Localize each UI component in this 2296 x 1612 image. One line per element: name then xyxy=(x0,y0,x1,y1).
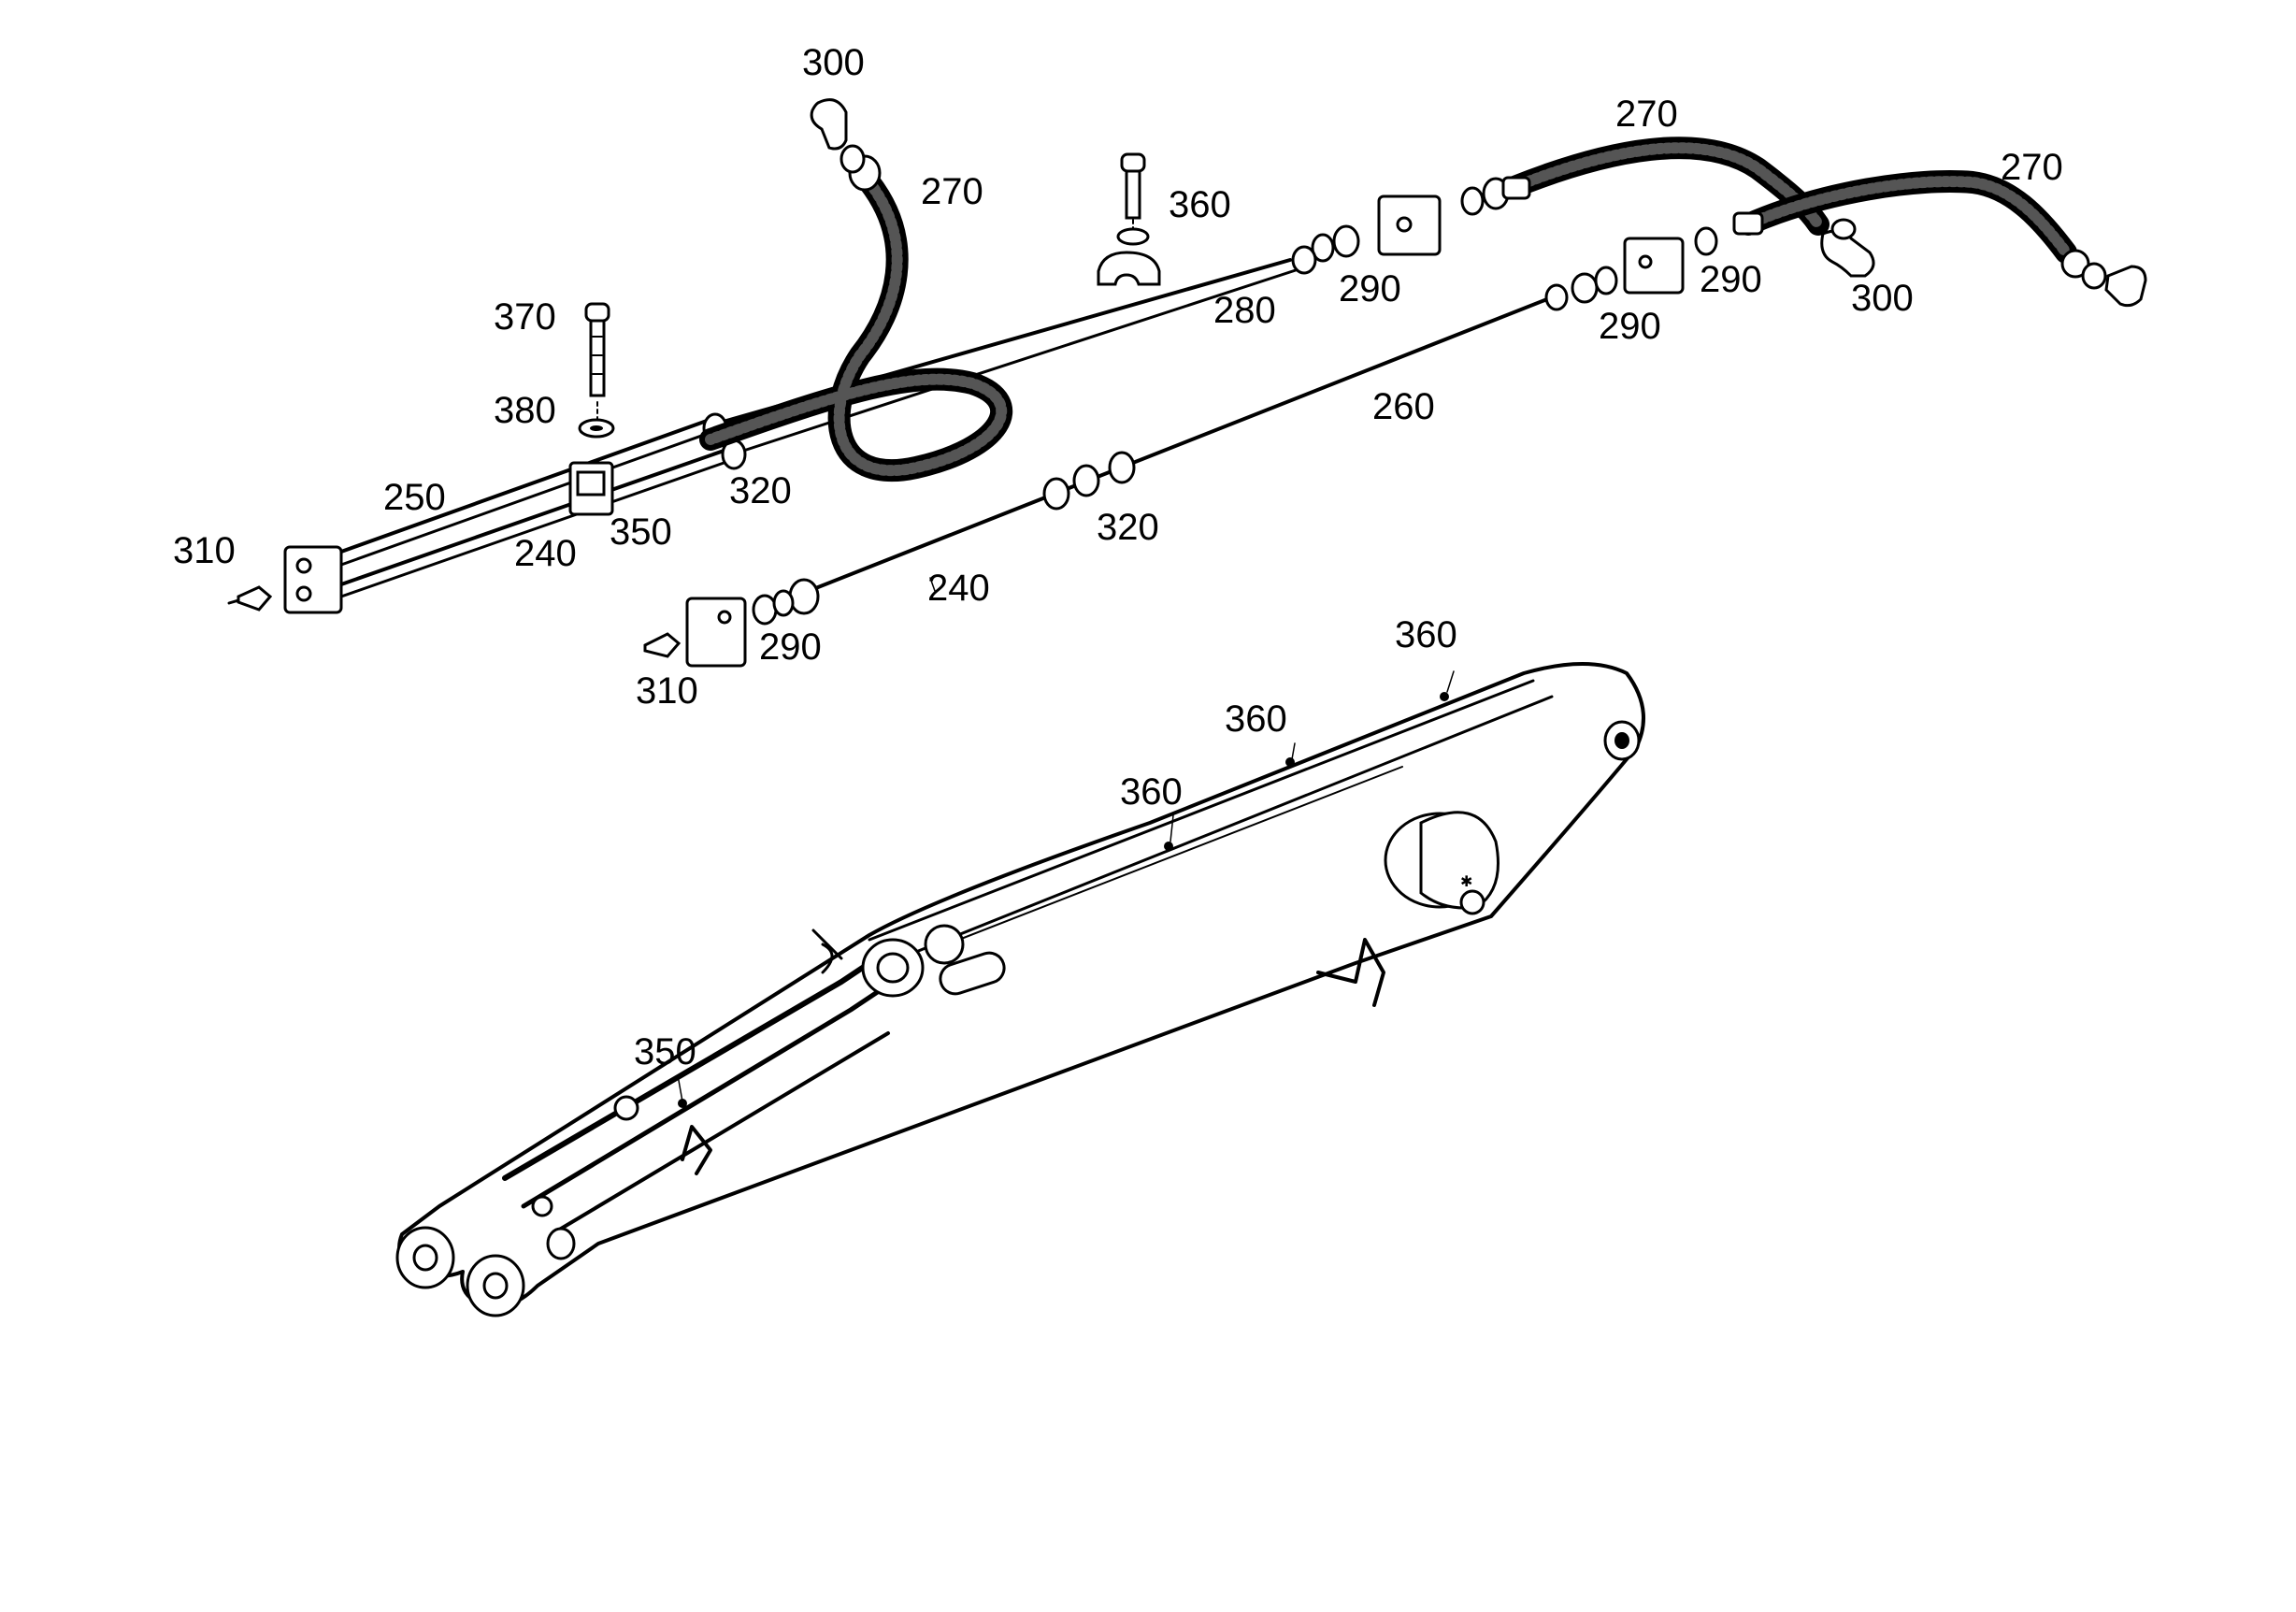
callout-260: 260 xyxy=(1372,386,1435,427)
callout-380: 380 xyxy=(494,390,556,431)
union-fitting-320-lower xyxy=(1042,451,1136,511)
pipe-nut-280 xyxy=(1291,245,1317,275)
callout-310-upper: 310 xyxy=(173,530,236,571)
callout-280: 280 xyxy=(1213,290,1276,331)
callout-290-d: 290 xyxy=(759,626,822,668)
callout-270-right: 270 xyxy=(2001,147,2063,188)
clamp-block-350 xyxy=(568,461,614,516)
fitting-290-upper-left xyxy=(1311,224,1360,263)
hose-270-right xyxy=(1732,170,2077,264)
callout-320-upper: 320 xyxy=(729,470,792,511)
elbow-300-left xyxy=(810,98,848,151)
callout-350-boom: 350 xyxy=(634,1031,696,1072)
elbow-300-right xyxy=(1820,218,1875,278)
leader-lines xyxy=(677,577,1455,1102)
callout-240-upper: 240 xyxy=(514,533,577,574)
callout-270-top: 270 xyxy=(1615,94,1678,135)
plug-310-lower xyxy=(643,632,682,658)
bolt-370 xyxy=(584,302,610,422)
callout-240-lower: 240 xyxy=(927,568,990,609)
callout-labels: 300 270 270 270 360 370 380 280 290 290 … xyxy=(173,42,2063,1072)
block-290-middle xyxy=(1623,237,1685,295)
bolt-360-top xyxy=(1120,152,1146,235)
callout-300-right: 300 xyxy=(1851,278,1914,319)
block-290-upper xyxy=(1377,194,1442,256)
fitting-290-upper-right xyxy=(1460,177,1510,216)
callout-290-a: 290 xyxy=(1339,268,1401,309)
elbow-fitting-right-end xyxy=(2060,249,2147,308)
washer-360-top xyxy=(1116,227,1150,246)
pipe-line-250 xyxy=(339,414,722,567)
callout-310-lower: 310 xyxy=(636,670,698,712)
callout-270-left: 270 xyxy=(921,171,983,212)
plug-310-upper xyxy=(227,585,273,612)
callout-350-upper: 350 xyxy=(610,511,672,553)
washer-380 xyxy=(578,418,615,439)
callout-360-boom-3: 360 xyxy=(1120,771,1183,813)
callout-250: 250 xyxy=(383,477,446,518)
callout-360-boom-2: 360 xyxy=(1225,698,1287,740)
pipe-line-260 xyxy=(811,295,1554,591)
svg-text:✱: ✱ xyxy=(1460,874,1472,890)
hose-270-left xyxy=(699,144,1013,482)
callout-370: 370 xyxy=(494,296,556,338)
fitting-290-middle-right xyxy=(1694,226,1718,256)
callout-290-c: 290 xyxy=(1599,306,1661,347)
pipe-line-240-upper xyxy=(339,447,731,598)
fitting-290-middle-left xyxy=(1544,266,1618,311)
boom-arm: ✱ xyxy=(395,662,1645,1317)
end-block-290-lower xyxy=(685,597,747,668)
pipe-nut-240-lower xyxy=(788,578,820,615)
callout-290-b: 290 xyxy=(1700,259,1762,300)
callout-300-top: 300 xyxy=(802,42,865,83)
end-block-310-upper xyxy=(283,545,343,614)
clamp-half-360 xyxy=(1097,251,1161,286)
callout-320-lower: 320 xyxy=(1097,507,1159,548)
fitting-290-lower xyxy=(752,589,795,626)
callout-360-top: 360 xyxy=(1169,184,1231,225)
callout-360-boom-1: 360 xyxy=(1395,614,1457,655)
